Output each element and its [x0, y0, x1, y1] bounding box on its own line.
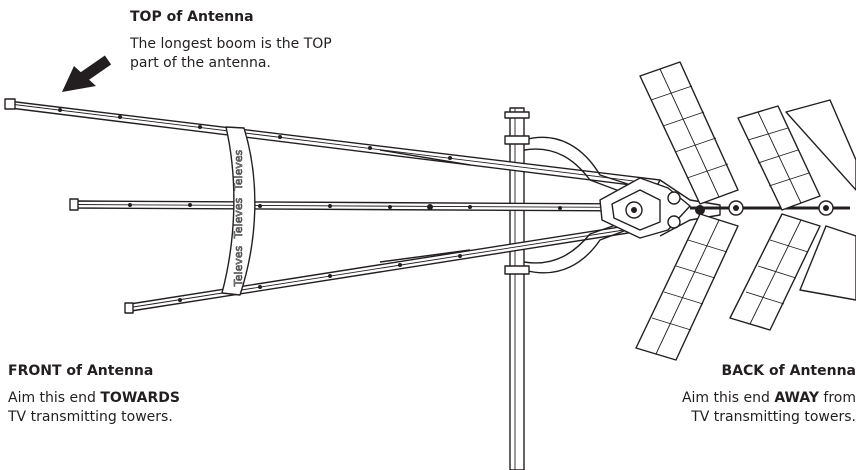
back-caption-emphasis: AWAY: [774, 390, 819, 406]
top-caption-title: TOP of Antenna: [130, 9, 254, 25]
top-caption: TOP of Antenna The longest boom is the T…: [130, 8, 390, 73]
top-caption-line2: part of the antenna.: [130, 55, 271, 71]
top-boom: [4, 98, 661, 189]
reflector-panel-lower-right: [729, 213, 856, 331]
reflector-panel-lower-left: [635, 213, 739, 361]
brand-label: Televes: [232, 198, 245, 240]
middle-boom: [69, 198, 641, 212]
front-caption-line2: TV transmitting towers.: [8, 409, 173, 425]
brand-label: Televes: [232, 150, 245, 192]
top-caption-line1: The longest boom is the TOP: [130, 36, 332, 52]
direction-arrow-icon: [62, 55, 112, 92]
back-caption: BACK of Antenna Aim this end AWAY from T…: [626, 362, 856, 427]
support-arms: [379, 135, 641, 275]
front-caption-line1-text: Aim this end: [8, 390, 101, 406]
back-caption-line1-text: Aim this end: [681, 390, 775, 406]
back-caption-line1: Aim this end AWAY from: [626, 389, 856, 408]
front-caption-title: FRONT of Antenna: [8, 363, 154, 379]
reflector-crossbar: [690, 200, 850, 216]
reflector-panel-upper-left: [639, 61, 739, 205]
reflector-panel-upper-right: [737, 99, 856, 211]
bottom-boom: [124, 220, 661, 314]
front-caption: FRONT of Antenna Aim this end TOWARDS TV…: [8, 362, 238, 427]
brand-label: Televes: [232, 246, 245, 288]
back-caption-title: BACK of Antenna: [721, 363, 856, 379]
mounting-hub: [599, 177, 721, 239]
boom-element-clips: [58, 108, 562, 302]
front-caption-emphasis: TOWARDS: [100, 390, 180, 406]
front-caption-line1: Aim this end TOWARDS: [8, 389, 238, 408]
back-caption-line2: TV transmitting towers.: [691, 409, 856, 425]
back-caption-line1-tail: from: [818, 390, 856, 406]
mast: [504, 107, 530, 470]
